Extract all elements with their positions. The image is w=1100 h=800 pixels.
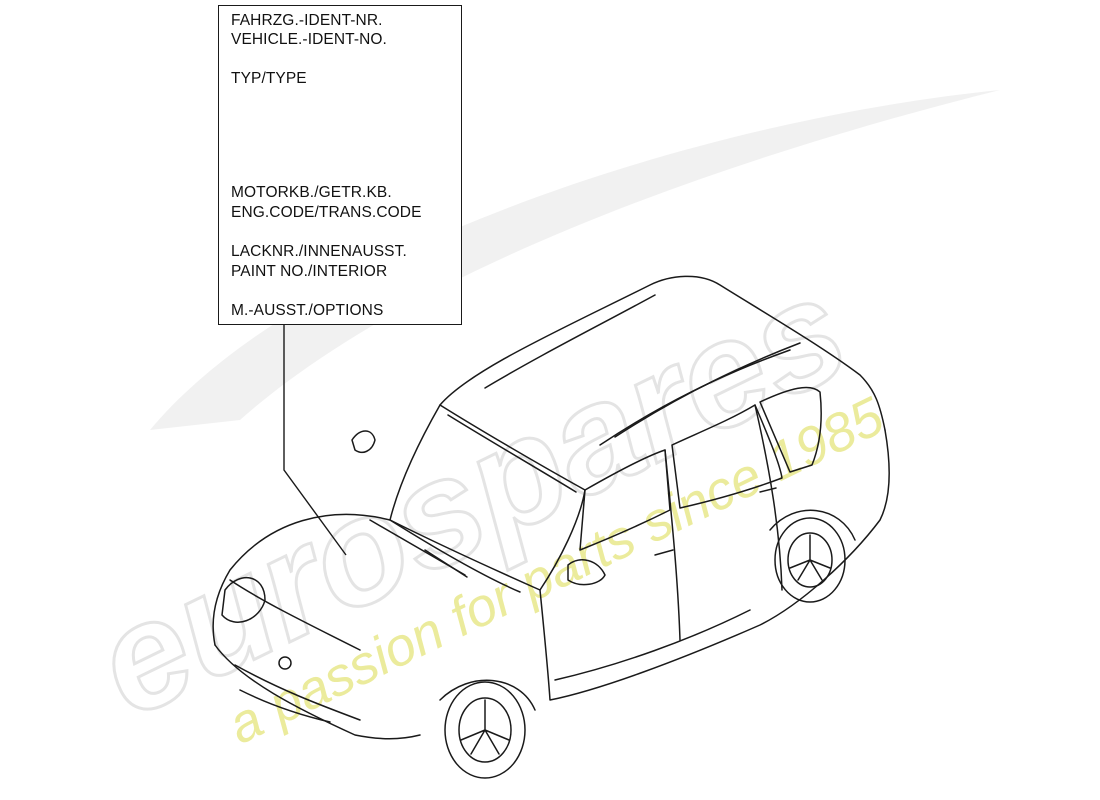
label-vehicle-ident-en: VEHICLE.-IDENT-NO. [231,31,387,48]
label-engine-code-en: ENG.CODE/TRANS.CODE [231,204,422,221]
label-vehicle-ident-de: FAHRZG.-IDENT-NR. [231,12,383,29]
leader-line [283,325,347,556]
watermark: eurospares a passion for parts since 198… [69,90,1000,756]
vehicle-data-label: FAHRZG.-IDENT-NR. VEHICLE.-IDENT-NO. TYP… [218,5,462,325]
label-engine-code-de: MOTORKB./GETR.KB. [231,184,392,201]
label-options: M.-AUSST./OPTIONS [231,302,384,319]
label-paint-de: LACKNR./INNENAUSST. [231,243,407,260]
car-outline [212,275,890,779]
label-paint-en: PAINT NO./INTERIOR [231,263,388,280]
watermark-swoosh [150,90,1000,430]
label-type: TYP/TYPE [231,70,307,87]
